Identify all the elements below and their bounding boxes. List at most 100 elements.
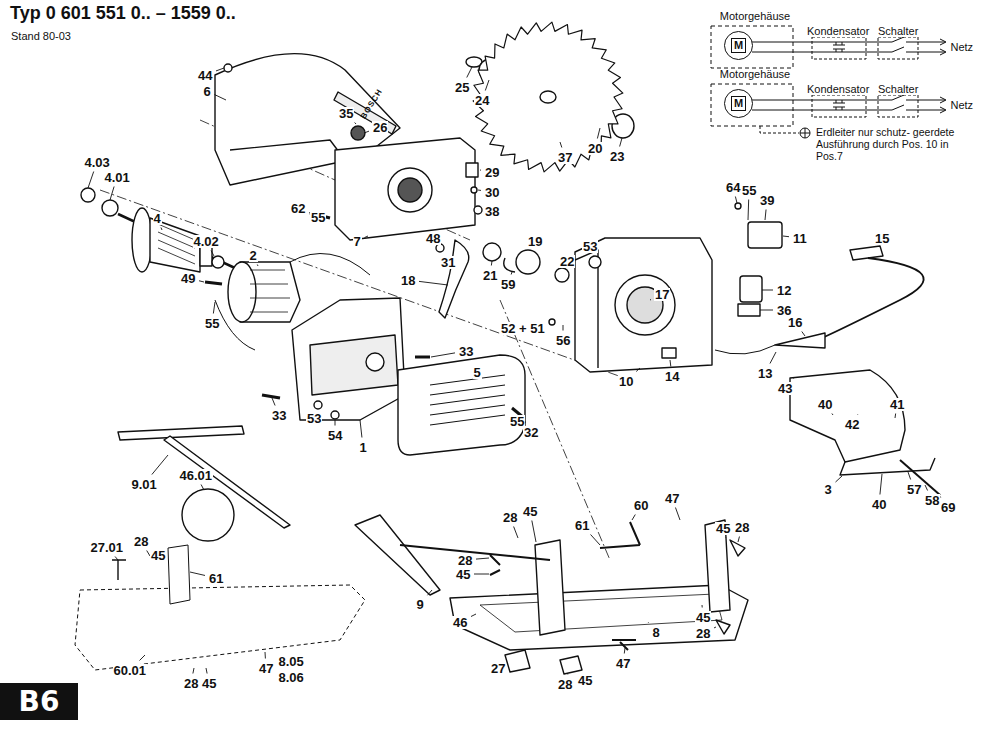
screw bbox=[549, 319, 555, 325]
leader-line bbox=[578, 670, 579, 672]
callout-number: 18 bbox=[400, 274, 416, 287]
circlip bbox=[504, 258, 515, 272]
leader-line bbox=[161, 228, 162, 231]
callout-number: 32 bbox=[523, 426, 539, 439]
leader-line bbox=[467, 67, 472, 78]
clamp bbox=[662, 348, 676, 358]
lever-rod bbox=[900, 460, 940, 495]
leader-line bbox=[485, 80, 489, 91]
callout-number: 45 bbox=[522, 505, 538, 518]
text-label: Netz bbox=[950, 42, 975, 53]
callout-number: 47 bbox=[258, 662, 274, 675]
base-plate-edge bbox=[480, 594, 722, 632]
callout-number: 4.01 bbox=[104, 171, 131, 184]
leader-line bbox=[265, 652, 266, 659]
saw-blade bbox=[473, 22, 623, 172]
motor-cap bbox=[398, 355, 525, 455]
bearing bbox=[102, 200, 118, 216]
cable bbox=[822, 258, 924, 338]
bearing bbox=[483, 243, 501, 261]
leader-line bbox=[794, 377, 795, 379]
brand-mark: BOSCH bbox=[359, 87, 385, 122]
leader-line bbox=[199, 281, 204, 282]
callout-number: 9 bbox=[416, 598, 425, 611]
leader-line bbox=[419, 281, 448, 285]
callout-number: 21 bbox=[482, 269, 498, 282]
washer bbox=[331, 411, 339, 419]
leader-line bbox=[725, 537, 726, 539]
callout-number: 20 bbox=[587, 142, 603, 155]
leader-line bbox=[431, 353, 455, 357]
fan bbox=[132, 208, 152, 272]
leader-line bbox=[216, 68, 224, 71]
leader-line bbox=[593, 255, 594, 257]
base-plate-variant bbox=[75, 585, 365, 670]
callout-number: 64 bbox=[725, 181, 741, 194]
callout-number: 5 bbox=[473, 366, 482, 379]
leader-line bbox=[355, 123, 356, 125]
callout-number: 48 bbox=[425, 232, 441, 245]
leader-line bbox=[624, 648, 626, 654]
callout-number: 55 bbox=[204, 317, 220, 330]
leader-line bbox=[511, 272, 513, 275]
bearing bbox=[212, 256, 224, 268]
callout-number: 45 bbox=[695, 611, 711, 624]
callout-number: 3 bbox=[824, 483, 833, 496]
callout-number: 13 bbox=[757, 367, 773, 380]
leader-line bbox=[620, 138, 622, 147]
callout-number: 69 bbox=[940, 501, 956, 514]
armature-winding bbox=[158, 224, 195, 264]
callout-number: 28 bbox=[502, 511, 518, 524]
motor-symbol: M bbox=[724, 89, 753, 118]
flange bbox=[351, 126, 365, 140]
leader-line bbox=[190, 572, 205, 575]
screw bbox=[612, 640, 636, 650]
callout-number: 4.02 bbox=[193, 235, 220, 248]
diagram-title: Typ 0 601 551 0.. – 1559 0.. bbox=[10, 4, 236, 22]
callout-number: 41 bbox=[889, 398, 905, 411]
callout-number: 23 bbox=[609, 150, 625, 163]
leader-line bbox=[760, 310, 773, 311]
wing-nut bbox=[560, 656, 582, 674]
callout-number: 40 bbox=[817, 398, 833, 411]
page-tag: B6 bbox=[0, 683, 78, 720]
cover-clip bbox=[466, 163, 478, 177]
leader-line bbox=[365, 236, 369, 238]
leader-line bbox=[88, 172, 94, 189]
screw bbox=[314, 401, 322, 409]
housing-bore bbox=[615, 275, 675, 335]
leader-line bbox=[636, 368, 640, 372]
capacitor-symbol bbox=[812, 37, 866, 59]
leader-line bbox=[597, 128, 600, 139]
callout-number: 28 bbox=[457, 554, 473, 567]
leader-line bbox=[925, 485, 928, 491]
brush bbox=[415, 356, 430, 359]
bracket bbox=[168, 545, 190, 604]
callout-number: 28 bbox=[183, 677, 199, 690]
text-label: Kondensator bbox=[806, 84, 870, 95]
leader-line bbox=[201, 485, 204, 491]
callout-number: 47 bbox=[615, 657, 631, 670]
callout-number: 61 bbox=[208, 572, 224, 585]
callout-number: 27.01 bbox=[90, 541, 125, 554]
callout-number: 58 bbox=[924, 494, 940, 507]
screw bbox=[205, 282, 222, 284]
leader-line bbox=[257, 265, 259, 267]
leader-line bbox=[213, 302, 215, 314]
angle-bracket bbox=[535, 540, 565, 635]
saw-blade bbox=[473, 22, 623, 172]
nut bbox=[589, 256, 601, 268]
cable-grommet bbox=[775, 333, 825, 348]
leader-line bbox=[670, 360, 672, 367]
callout-number: 45 bbox=[455, 568, 471, 581]
motor-housing bbox=[292, 298, 405, 420]
callout-number: 46 bbox=[452, 616, 468, 629]
text-label: Stand 80-03 bbox=[10, 31, 72, 42]
leader-line bbox=[702, 605, 703, 608]
callout-number: 55 bbox=[310, 211, 326, 224]
knob bbox=[182, 489, 234, 541]
earth-symbol bbox=[800, 128, 810, 138]
callout-number: 27 bbox=[490, 662, 506, 675]
wing-nut bbox=[716, 620, 730, 634]
